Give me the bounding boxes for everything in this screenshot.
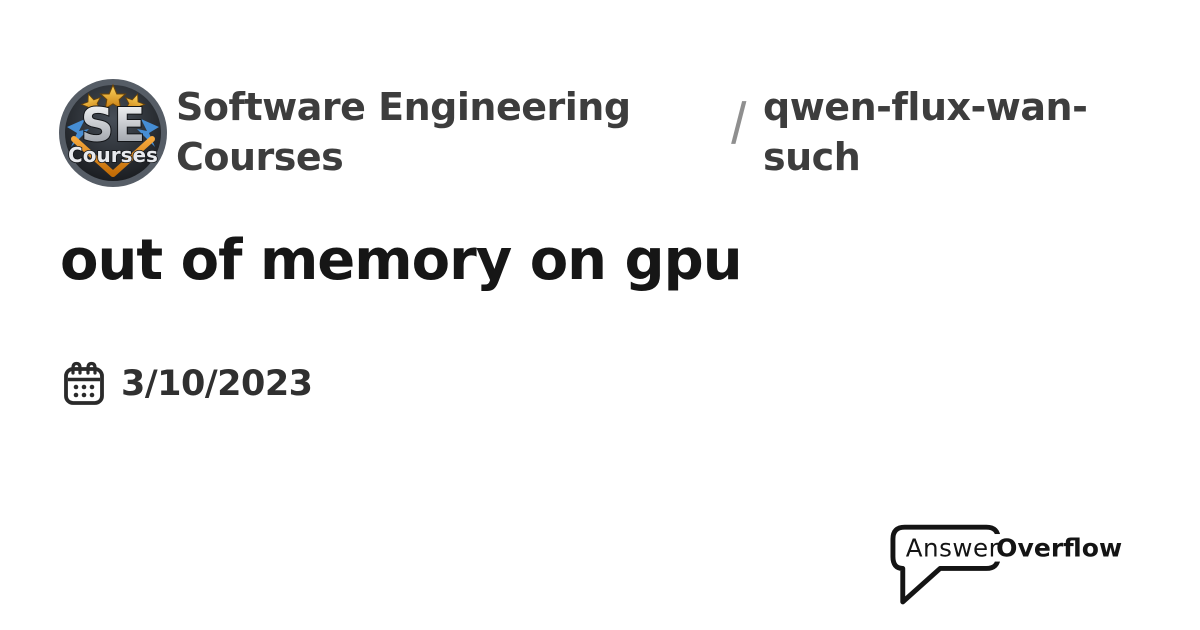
shield-chevron-icon <box>71 136 155 177</box>
post-date: 3/10/2023 <box>121 364 313 404</box>
community-logo: SE Courses <box>59 79 167 187</box>
branding-overflow: Overflow <box>996 534 1122 563</box>
post-title: out of memory on gpu <box>60 228 743 293</box>
lightning-right-icon <box>137 119 159 147</box>
logo-sub-text: Courses <box>68 143 158 167</box>
speech-bubble-icon <box>890 524 1001 605</box>
date-row: 3/10/2023 <box>62 360 313 408</box>
branding-answer: Answer <box>906 534 1000 563</box>
lightning-left-icon <box>67 119 89 147</box>
community-name: Software Engineering Courses <box>176 85 631 179</box>
logo-main-text: SE <box>81 98 146 152</box>
answeroverflow-logo: Answer Overflow <box>890 524 1122 605</box>
calendar-icon <box>64 361 104 405</box>
channel-name: qwen-flux-wan-such <box>763 85 1088 179</box>
channel-separator: / <box>728 92 750 152</box>
